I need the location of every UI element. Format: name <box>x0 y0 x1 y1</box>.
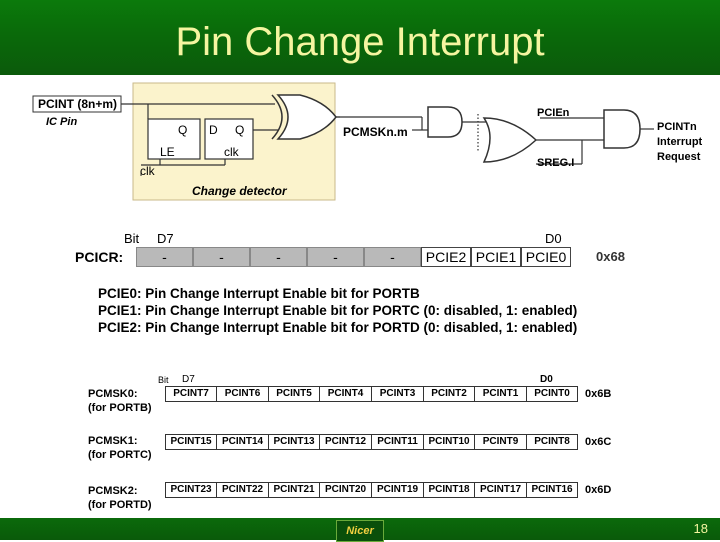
pcicr-bit-6: - <box>193 247 250 267</box>
slide-title: Pin Change Interrupt <box>175 20 545 64</box>
footer-logo: Nicer <box>336 520 384 542</box>
le-label: LE <box>160 145 175 159</box>
pcmsk0-name: PCMSK0: <box>88 388 138 400</box>
pcie1-description: PCIE1: Pin Change Interrupt Enable bit f… <box>98 303 578 318</box>
ic-pin-label: IC Pin <box>46 116 78 128</box>
pcicr-bit-4: - <box>307 247 364 267</box>
pcmsk0-bit-0: PCINT0 <box>526 386 578 402</box>
pcmsk1-register: PCINT15 PCINT14 PCINT13 PCINT12 PCINT11 … <box>165 434 578 450</box>
pcmsk-bit-label: Bit <box>158 375 169 385</box>
pcmsk1-bit-2: PCINT10 <box>423 434 475 450</box>
latch-2 <box>204 118 254 160</box>
pcmsk1-address: 0x6C <box>585 436 612 448</box>
pcicr-bit-5: - <box>250 247 307 267</box>
pcicr-d7-label: D7 <box>157 231 174 246</box>
pcmsk2-bit-4: PCINT20 <box>319 482 372 498</box>
pcmsk1-bit-3: PCINT11 <box>371 434 424 450</box>
pcicr-d0-label: D0 <box>545 231 562 246</box>
pcmsk-d7-label: D7 <box>182 374 195 385</box>
pcmsk1-port: (for PORTC) <box>88 449 152 461</box>
pcmsk0-port: (for PORTB) <box>88 402 152 414</box>
latch2-clk-label: clk <box>224 145 239 159</box>
latch2-q-label: Q <box>235 123 245 137</box>
or-gate <box>482 117 538 163</box>
pcmsk2-bit-6: PCINT22 <box>216 482 269 498</box>
latch-1 <box>147 118 201 160</box>
pcie-label: PCIEn <box>537 107 570 119</box>
pcmsk1-bit-5: PCINT13 <box>268 434 320 450</box>
pcmsk2-bit-0: PCINT16 <box>526 482 578 498</box>
pin-change-circuit-diagram <box>32 82 654 201</box>
pcicr-address: 0x68 <box>596 249 625 264</box>
and-gate-1 <box>427 106 463 138</box>
pcmsk0-bit-5: PCINT5 <box>268 386 320 402</box>
pcmsk0-bit-6: PCINT6 <box>216 386 269 402</box>
xor-gate <box>271 94 283 140</box>
pcmsk0-bit-1: PCINT1 <box>474 386 527 402</box>
pcmsk0-bit-7: PCINT7 <box>165 386 217 402</box>
page-number: 18 <box>693 521 708 536</box>
pcint-label: PCINT (8n+m) <box>38 97 118 111</box>
pcicr-bit-0: PCIE0 <box>521 247 571 267</box>
pcmsk1-bit-7: PCINT15 <box>165 434 217 450</box>
request-label-1: PCINTn <box>657 121 697 133</box>
change-detector-label: Change detector <box>192 184 287 198</box>
clk-label: clk <box>140 164 155 178</box>
pcmsk1-bit-4: PCINT12 <box>319 434 372 450</box>
pcmsk2-bit-7: PCINT23 <box>165 482 217 498</box>
pcmsk1-name: PCMSK1: <box>88 435 138 447</box>
pcmsk0-bit-3: PCINT3 <box>371 386 424 402</box>
pcmsk-d0-label: D0 <box>540 374 553 385</box>
pcmsk0-address: 0x6B <box>585 388 612 400</box>
request-label-2: Interrupt <box>657 136 703 148</box>
pcmsk-label: PCMSKn.m <box>343 125 408 139</box>
pcmsk2-name: PCMSK2: <box>88 485 138 497</box>
pcmsk2-address: 0x6D <box>585 484 612 496</box>
pcmsk1-bit-0: PCINT8 <box>526 434 578 450</box>
pcmsk2-register: PCINT23 PCINT22 PCINT21 PCINT20 PCINT19 … <box>165 482 578 498</box>
pcicr-bit-3: - <box>364 247 421 267</box>
pcmsk1-bit-1: PCINT9 <box>474 434 527 450</box>
pcicr-bit-2: PCIE2 <box>421 247 471 267</box>
and-gate-2 <box>603 109 641 149</box>
pcmsk2-bit-2: PCINT18 <box>423 482 475 498</box>
pcicr-register: - - - - - PCIE2 PCIE1 PCIE0 <box>136 247 571 267</box>
pcie0-description: PCIE0: Pin Change Interrupt Enable bit f… <box>98 286 420 301</box>
latch2-d-label: D <box>209 123 218 137</box>
pcicr-bit-label: Bit <box>124 231 140 246</box>
pcmsk0-bit-2: PCINT2 <box>423 386 475 402</box>
pcmsk2-bit-1: PCINT17 <box>474 482 527 498</box>
pcie2-description: PCIE2: Pin Change Interrupt Enable bit f… <box>98 320 578 335</box>
title-bar: Pin Change Interrupt <box>0 0 720 75</box>
pcmsk0-bit-4: PCINT4 <box>319 386 372 402</box>
pcicr-bit-7: - <box>136 247 193 267</box>
latch1-q-label: Q <box>178 123 188 137</box>
pcmsk0-register: PCINT7 PCINT6 PCINT5 PCINT4 PCINT3 PCINT… <box>165 386 578 402</box>
pcmsk2-bit-3: PCINT19 <box>371 482 424 498</box>
pcmsk2-port: (for PORTD) <box>88 499 152 511</box>
pcmsk2-bit-5: PCINT21 <box>268 482 320 498</box>
pcicr-name: PCICR: <box>75 249 124 265</box>
request-label-3: Request <box>657 151 701 163</box>
pcmsk1-bit-6: PCINT14 <box>216 434 269 450</box>
pcicr-bit-1: PCIE1 <box>471 247 521 267</box>
sreg-label: SREG.I <box>537 157 575 169</box>
